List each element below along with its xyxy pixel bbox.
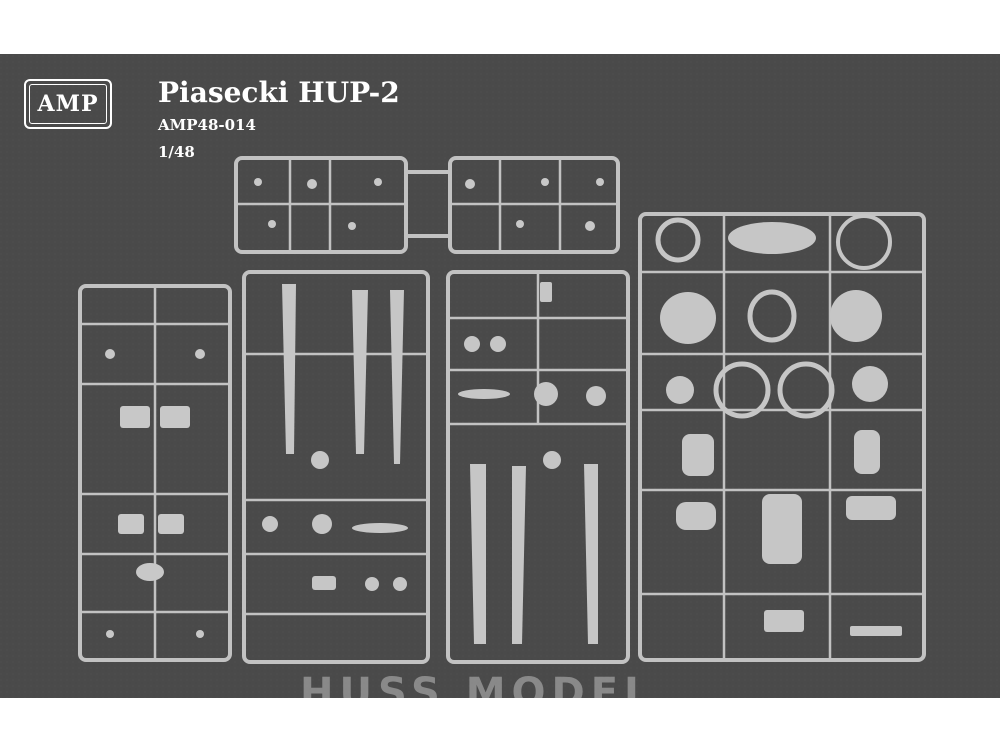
watermark: HUSS MODEL [300, 670, 656, 698]
sprue-right [638, 212, 926, 662]
product-code: AMP48-014 [158, 116, 256, 134]
sprue-top [234, 156, 620, 254]
product-title: Piasecki HUP-2 [158, 76, 400, 109]
sprue-left [78, 284, 232, 662]
product-scale: 1/48 [158, 143, 195, 161]
logo-text: AMP [37, 91, 99, 117]
amp-logo: AMP [24, 79, 112, 129]
sprues-drawing: HUSS MODEL [0, 54, 1000, 698]
logo-inner-border [29, 84, 107, 124]
kit-sprues-photo: HUSS MODEL AMP Piasecki HUP-2 AMP48-014 … [0, 54, 1000, 698]
